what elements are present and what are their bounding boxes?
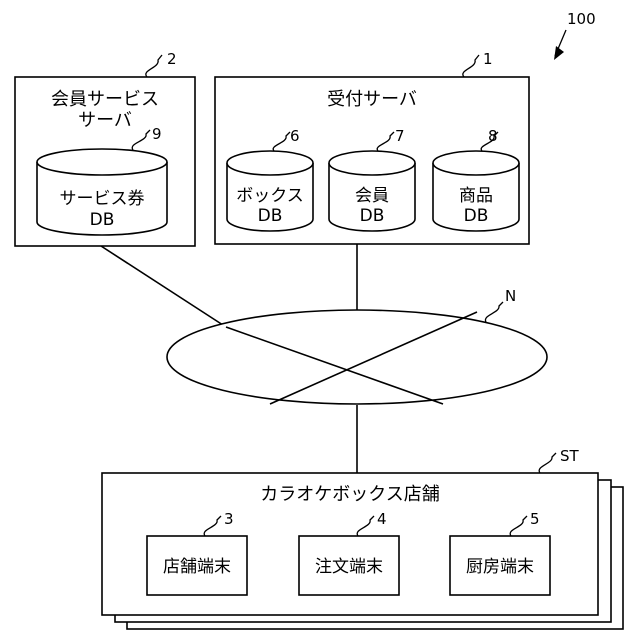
reception-server: 受付サーバ 1 ボックス DB 6 会員 DB 7 商品 DB 8 [215,50,529,244]
order-terminal-ref: 4 [377,510,387,528]
service-ticket-db-line2: DB [90,210,115,230]
store-terminal-ref: 3 [224,510,234,528]
reception-server-title: 受付サーバ [327,89,417,110]
reception-server-ref: 1 [483,50,493,68]
network-ref: N [505,287,516,305]
member-db-line1: 会員 [355,186,389,206]
order-terminal-label: 注文端末 [315,557,383,577]
member-service-server-title-line2: サーバ [78,110,132,131]
product-db-line1: 商品 [459,186,493,206]
product-db-line2: DB [464,206,489,226]
system-ref-label: 100 [567,10,596,28]
service-ticket-db-line1: サービス券 [60,189,145,209]
box-db-line1: ボックス [236,186,304,206]
system-ref: 100 [554,10,596,60]
service-ticket-db-ref: 9 [152,125,162,143]
box-db-ref: 6 [290,127,300,145]
member-service-server: 会員サービス サーバ 2 サービス券 DB 9 [15,50,195,246]
karaoke-store: カラオケボックス店舗 ST 店舗端末 3 注文端末 4 厨房端末 5 [102,447,623,629]
member-db-line2: DB [360,206,385,226]
kitchen-terminal-label: 厨房端末 [466,557,534,577]
store-title: カラオケボックス店舗 [260,484,439,505]
member-service-server-ref: 2 [167,50,177,68]
box-db-line2: DB [258,206,283,226]
member-db-ref: 7 [395,127,405,145]
member-service-server-title-line1: 会員サービス [51,89,159,110]
network-ellipse [167,310,547,404]
store-terminal-label: 店舗端末 [163,557,231,577]
kitchen-terminal-ref: 5 [530,510,540,528]
link-member-server-network [101,246,226,327]
store-ref: ST [560,447,580,465]
